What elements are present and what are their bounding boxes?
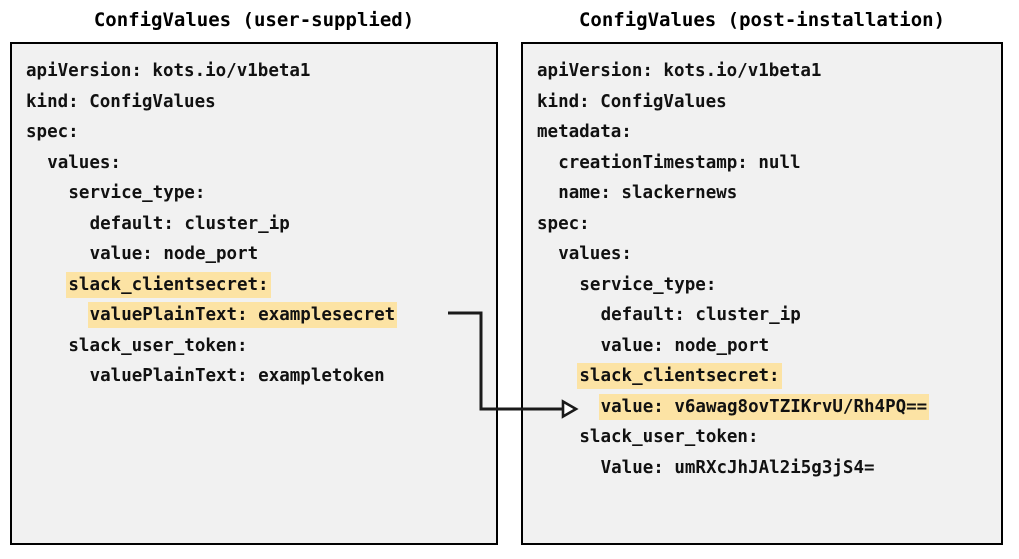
- code-line-text: slack_clientsecret:: [66, 271, 271, 298]
- code-line: valuePlainText: exampletoken: [24, 361, 492, 392]
- code-line: value: node_port: [24, 239, 492, 270]
- code-line-text: value: node_port: [600, 335, 770, 356]
- code-line: value: v6awag8ovTZIKrvU/Rh4PQ==: [535, 392, 997, 423]
- code-line-text: values:: [558, 244, 632, 264]
- code-line-text: service_type:: [68, 183, 206, 203]
- code-line: default: cluster_ip: [24, 209, 492, 240]
- code-line-text: slack_clientsecret:: [577, 363, 782, 389]
- code-line-text: spec:: [26, 122, 79, 142]
- right-panel-title: ConfigValues (post-installation): [578, 9, 946, 31]
- left-panel-title: ConfigValues (user-supplied): [93, 9, 415, 31]
- code-line: apiVersion: kots.io/v1beta1: [24, 56, 492, 87]
- code-line-text: slack_user_token:: [579, 427, 759, 447]
- code-line: service_type:: [24, 178, 492, 209]
- code-line-text: apiVersion: kots.io/v1beta1: [537, 61, 822, 81]
- right-panel-configvalues-post-installation: apiVersion: kots.io/v1beta1 kind: ConfigV…: [521, 42, 1003, 545]
- code-line: slack_clientsecret:: [535, 361, 997, 392]
- code-line: values:: [535, 239, 997, 270]
- code-line: slack_user_token:: [24, 331, 492, 362]
- code-line-text: kind: ConfigValues: [537, 91, 727, 112]
- code-line-text: creationTimestamp: null: [558, 152, 801, 173]
- code-line: creationTimestamp: null: [535, 148, 997, 179]
- code-line-text: valuePlainText: exampletoken: [89, 366, 385, 386]
- code-line: spec:: [535, 209, 997, 240]
- code-line: kind: ConfigValues: [535, 87, 997, 118]
- code-line: valuePlainText: examplesecret: [24, 300, 492, 331]
- code-line: Value: umRXcJhJAl2i5g3jS4=: [535, 453, 997, 484]
- code-line-text: spec:: [537, 213, 590, 234]
- left-panel-configvalues-user-supplied: apiVersion: kots.io/v1beta1 kind: ConfigV…: [10, 42, 498, 545]
- code-line-text: default: cluster_ip: [600, 305, 801, 325]
- code-line: default: cluster_ip: [535, 300, 997, 331]
- code-line-text: value: node_port: [89, 244, 259, 264]
- code-line: slack_clientsecret:: [24, 270, 492, 301]
- code-line: spec:: [24, 117, 492, 148]
- code-line-text: Value: umRXcJhJAl2i5g3jS4=: [600, 457, 875, 478]
- code-line: apiVersion: kots.io/v1beta1: [535, 56, 997, 87]
- code-line: kind: ConfigValues: [24, 87, 492, 118]
- code-line-text: value: v6awag8ovTZIKrvU/Rh4PQ==: [598, 393, 930, 420]
- right-panel-yaml-code: apiVersion: kots.io/v1beta1 kind: ConfigV…: [535, 56, 997, 483]
- code-line: metadata:: [535, 117, 997, 148]
- code-line-text: service_type:: [579, 274, 717, 295]
- code-line-text: values:: [47, 152, 121, 173]
- code-line: value: node_port: [535, 331, 997, 362]
- code-line-text: kind: ConfigValues: [26, 91, 216, 112]
- left-panel-yaml-code: apiVersion: kots.io/v1beta1 kind: ConfigV…: [24, 56, 492, 392]
- code-line-text: metadata:: [537, 122, 632, 142]
- code-line-text: name: slackernews: [558, 183, 738, 203]
- code-line-text: default: cluster_ip: [89, 213, 290, 234]
- code-line-text: apiVersion: kots.io/v1beta1: [26, 61, 311, 81]
- code-line-text: valuePlainText: examplesecret: [87, 302, 398, 328]
- code-line: name: slackernews: [535, 178, 997, 209]
- code-line: slack_user_token:: [535, 422, 997, 453]
- code-line: values:: [24, 148, 492, 179]
- code-line-text: slack_user_token:: [68, 335, 248, 356]
- code-line: service_type:: [535, 270, 997, 301]
